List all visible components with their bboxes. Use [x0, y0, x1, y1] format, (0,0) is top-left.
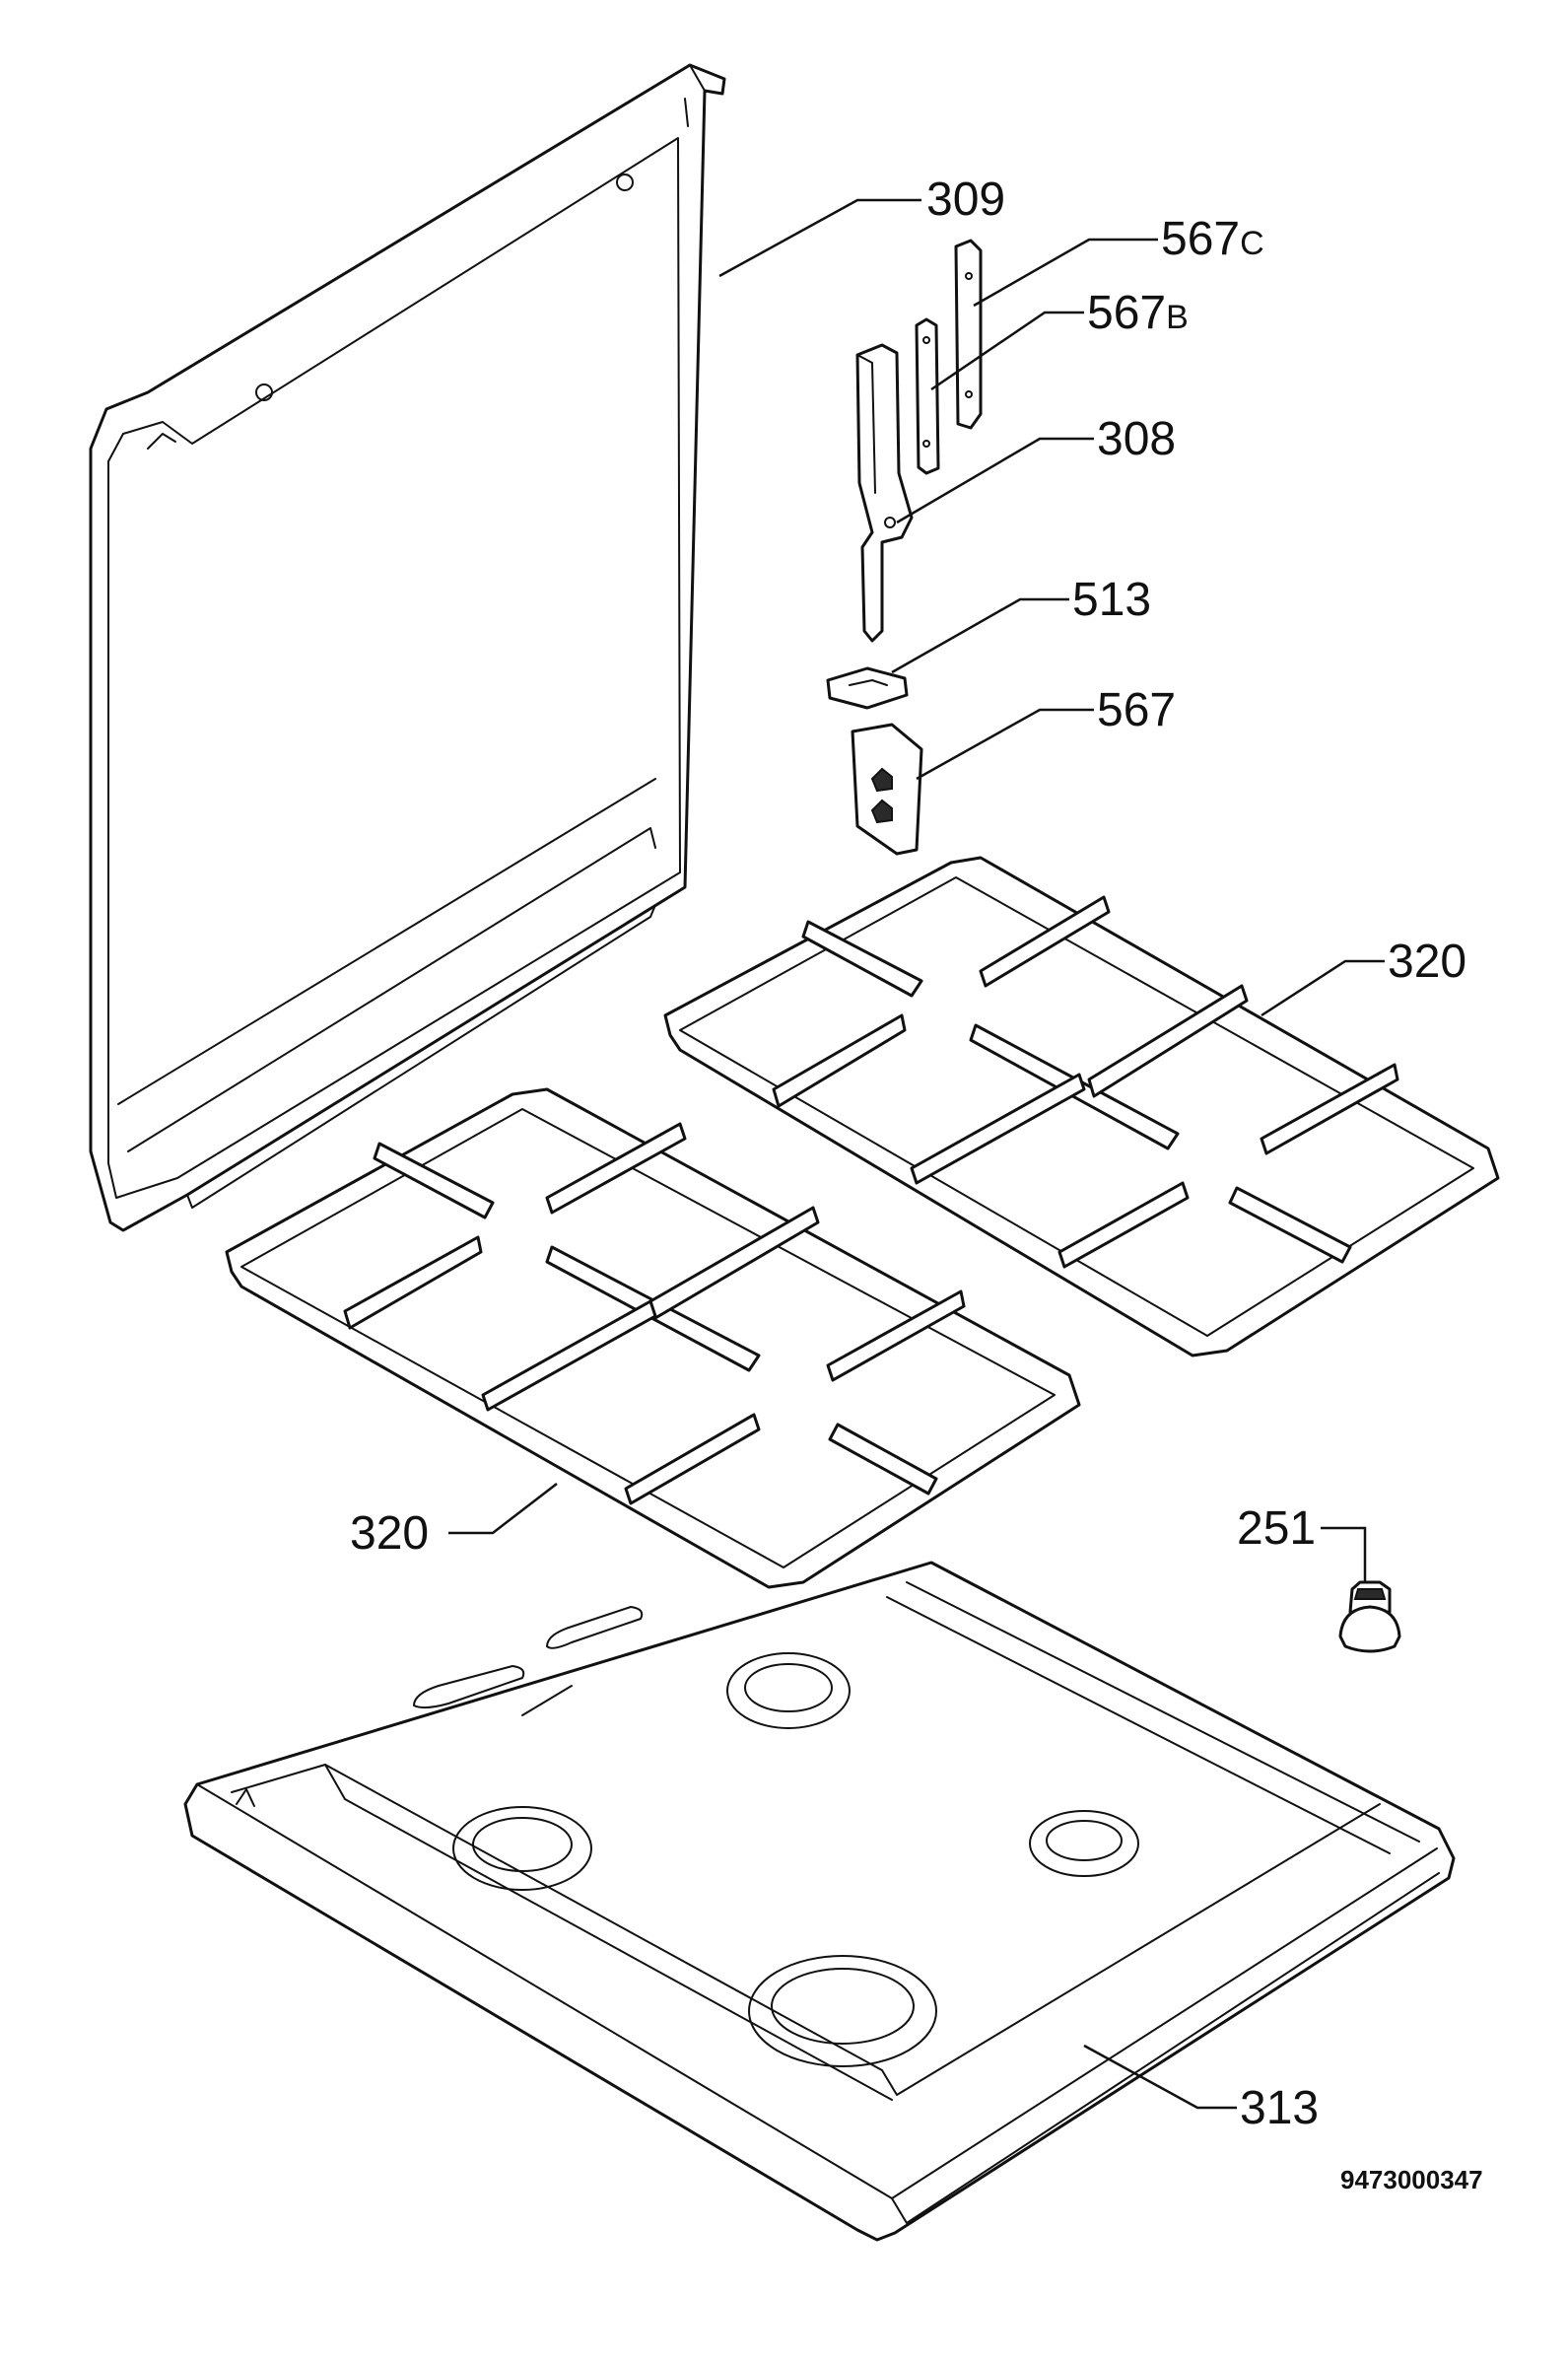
callout-320-right: 320: [1388, 936, 1466, 988]
hob-part: [183, 1561, 1456, 2242]
callout-309: 309: [926, 174, 1005, 226]
callout-320-left: 320: [350, 1507, 429, 1560]
hinge-plate-b-part: [915, 317, 940, 475]
pan-support-left-part: [225, 1087, 1081, 1589]
callout-308: 308: [1097, 413, 1176, 465]
hinge-part: [855, 343, 914, 643]
callout-251: 251: [1237, 1502, 1316, 1555]
clip-part: [826, 666, 909, 710]
callout-313: 313: [1240, 2082, 1319, 2134]
callout-567c: 567C: [1161, 213, 1264, 265]
callout-513: 513: [1072, 574, 1151, 626]
knob-part: [1338, 1580, 1401, 1653]
pan-support-right-part: [663, 856, 1500, 1357]
lid-part: [89, 63, 726, 1232]
callout-567b: 567B: [1087, 287, 1189, 339]
hinge-plate-c-part: [954, 239, 983, 430]
leader-lines: [448, 198, 1385, 2110]
bracket-part: [851, 723, 923, 856]
callout-567: 567: [1097, 684, 1176, 736]
drawing-number: 9473000347: [1340, 2165, 1483, 2194]
